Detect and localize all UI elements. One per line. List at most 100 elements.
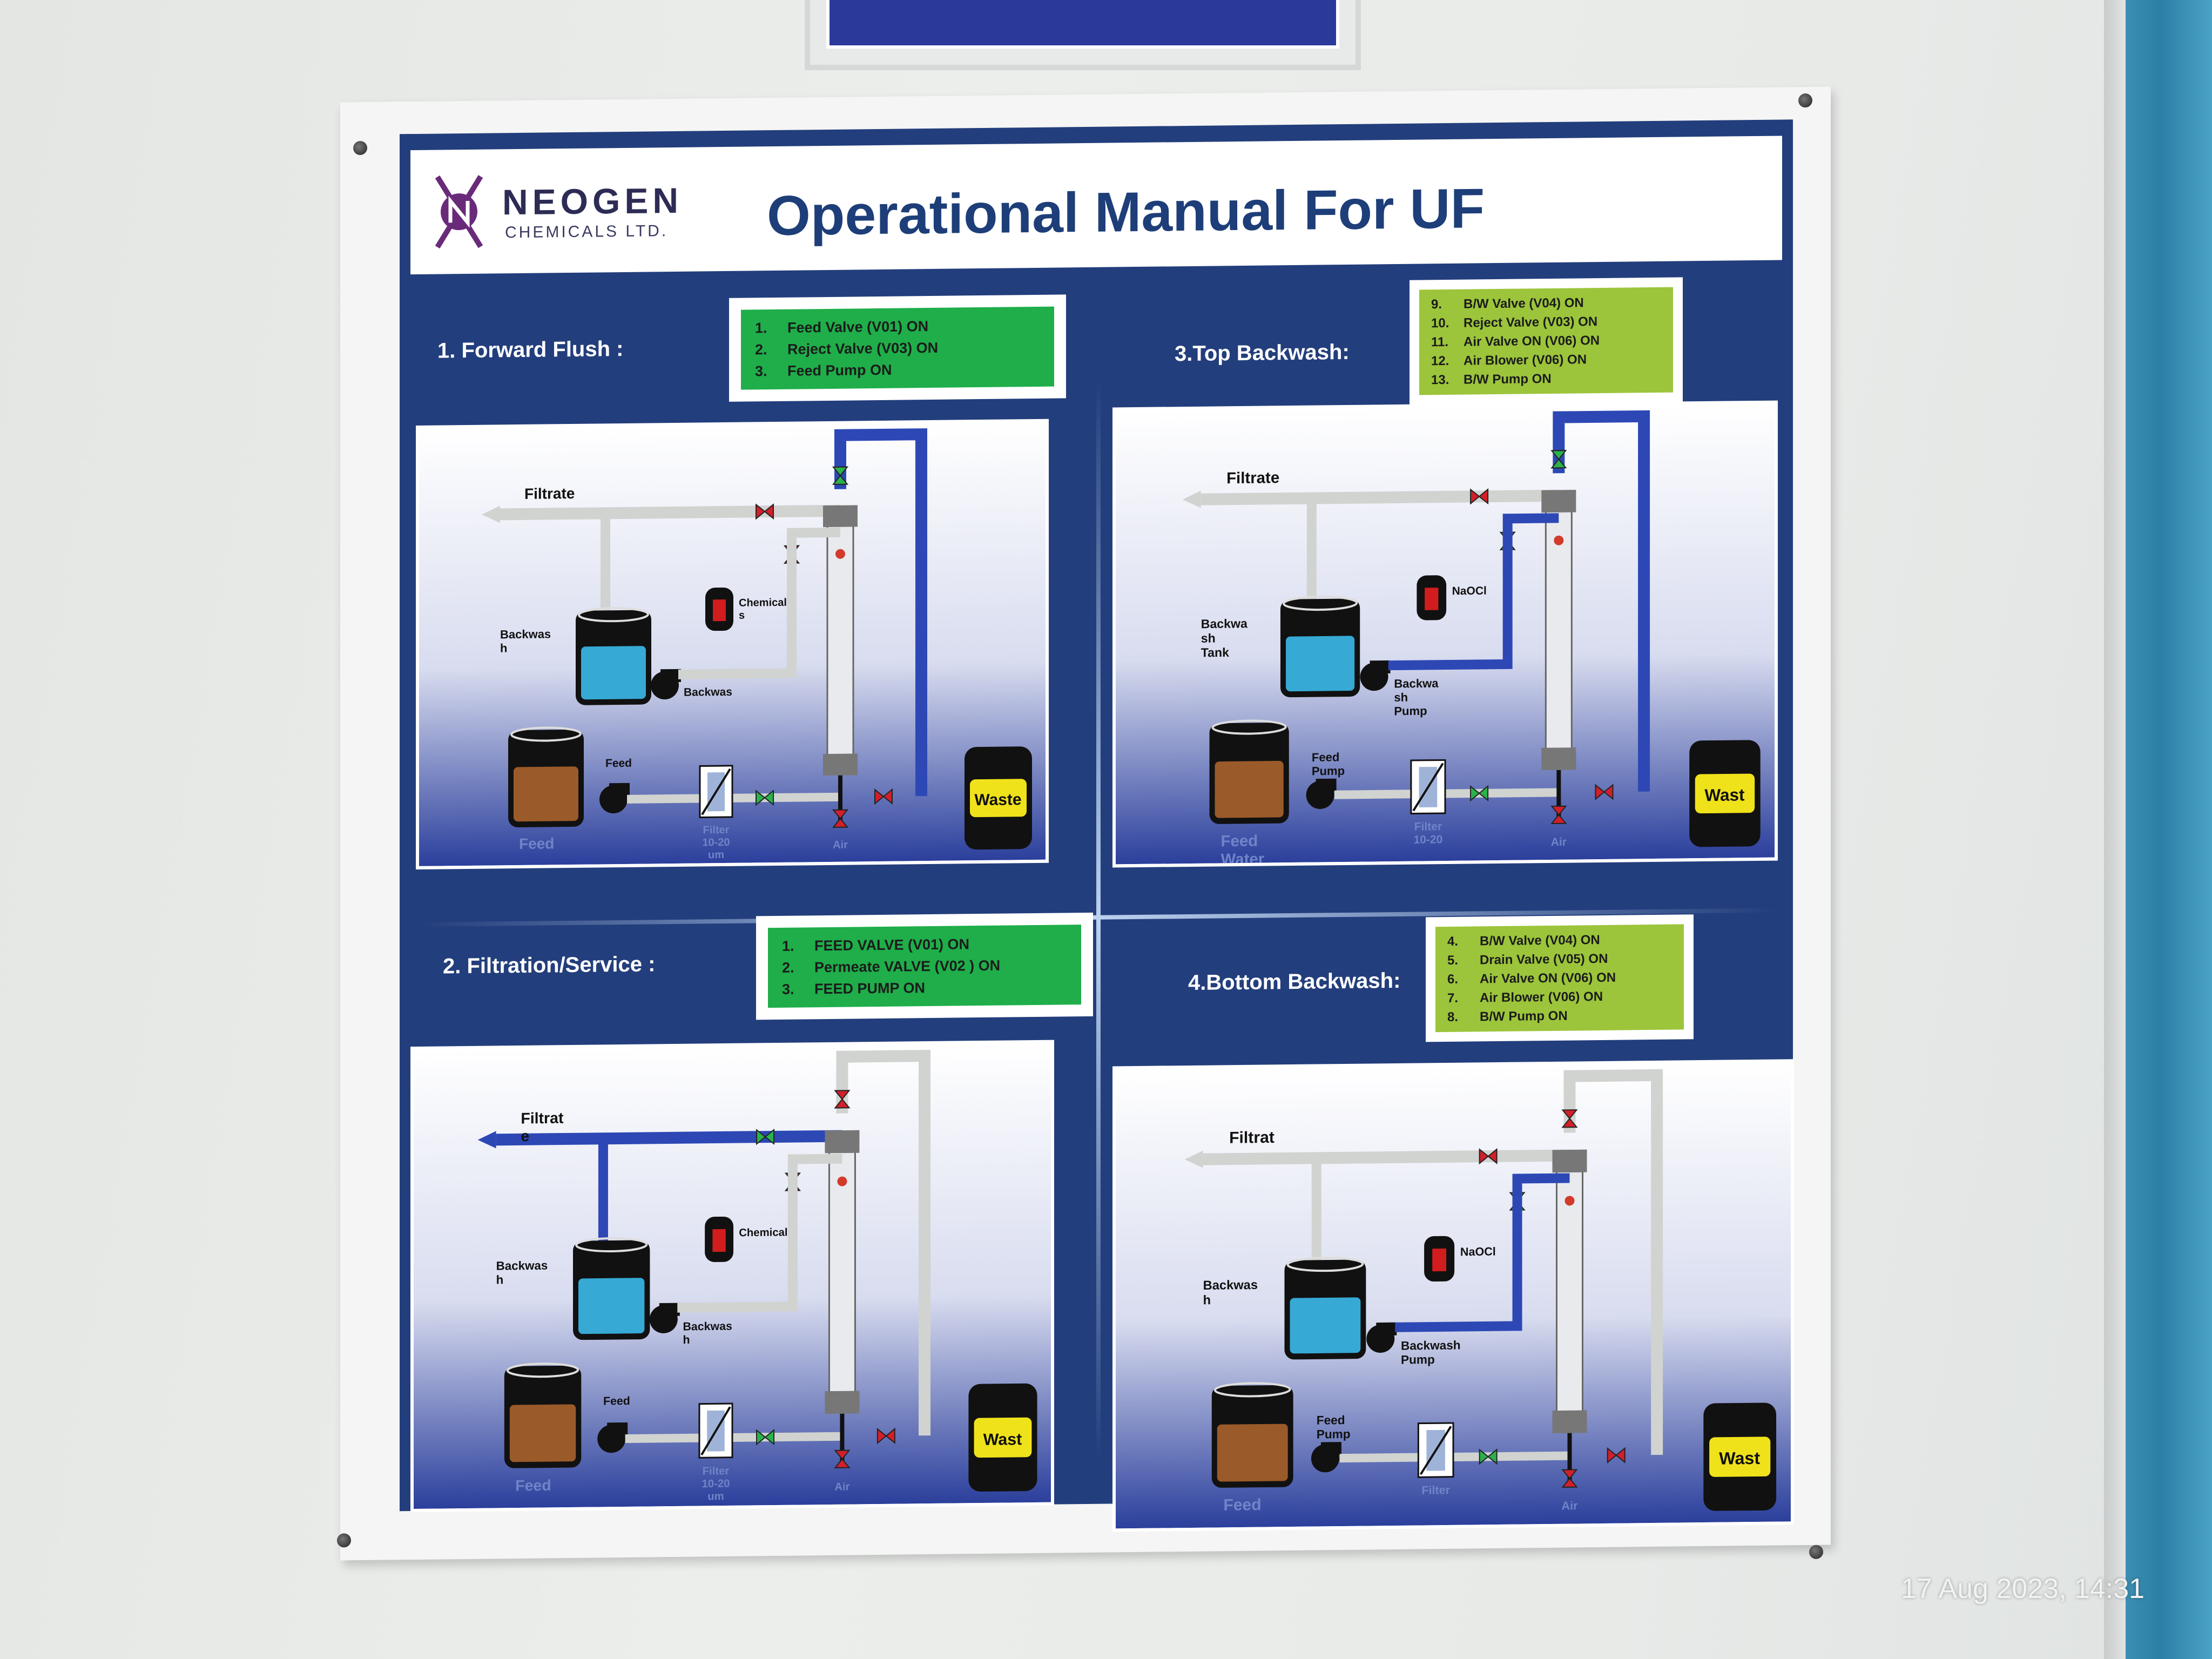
feed-pipe: [1334, 788, 1559, 799]
valve-icon: [1470, 785, 1489, 802]
waste-label: Wast: [1704, 785, 1745, 805]
feed-pump-label: Feed: [603, 1394, 630, 1408]
backwash-tank-liquid: [581, 646, 646, 700]
step-item: 13.B/W Pump ON: [1431, 371, 1552, 388]
backwash-label: h: [496, 1273, 504, 1286]
backwash-label: Tank: [1201, 645, 1229, 660]
manual-board: NEOGEN CHEMICALS LTD. Operational Manual…: [337, 86, 1831, 1561]
feed-label: Feed: [1223, 1496, 1261, 1514]
chemical-label: s: [739, 610, 745, 622]
waste-drum-band: [1695, 773, 1755, 814]
step-item: 3.FEED PUMP ON: [782, 980, 926, 997]
filtrate-pipe: [496, 1130, 842, 1146]
valve-icon: [756, 1429, 775, 1446]
filtrate-label: Filtrate: [1226, 469, 1279, 487]
waste-drum-band: [1709, 1437, 1771, 1477]
company-subtitle: CHEMICALS LTD.: [505, 222, 669, 242]
feed-label: Feed: [515, 1477, 551, 1495]
step-item: 1.Feed Valve (V01) ON: [755, 318, 929, 336]
chemical-level: [1432, 1248, 1447, 1272]
company-name: NEOGEN: [502, 180, 683, 222]
feed-pipe: [625, 1432, 842, 1444]
backwash-label: h: [1203, 1293, 1211, 1307]
filtrate-label: Filtrate: [524, 485, 575, 502]
feed-tank-liquid: [514, 766, 578, 822]
steps-box-top-backwash: 9.B/W Valve (V04) ON 10.Reject Valve (V0…: [1410, 277, 1683, 405]
backwash-label: h: [500, 642, 507, 655]
cartridge-filter-slash: [701, 768, 731, 815]
cartridge-filter-slash: [1419, 1426, 1452, 1475]
backwash-pump-label: h: [683, 1333, 690, 1346]
backwash-label: Backwas: [1203, 1278, 1258, 1293]
uf-column-top-cap: [1541, 490, 1576, 513]
step-item: 6.Air Valve ON (V06) ON: [1447, 970, 1616, 987]
filter-label: Filter: [703, 1465, 730, 1478]
backwash-pump-label: Pump: [1394, 704, 1427, 718]
filter-label: 10-20: [702, 1478, 730, 1491]
valve-icon: [1561, 1469, 1578, 1488]
valve-icon: [1607, 1447, 1626, 1464]
valve-icon: [756, 789, 774, 806]
backwash-label: Backwa: [1201, 616, 1248, 631]
reject-pipe: [1553, 410, 1650, 792]
section-title-bottom-backwash: 4.Bottom Backwash:: [1188, 968, 1401, 995]
feed-pipe: [1339, 1451, 1570, 1463]
valve-icon: [1479, 1148, 1498, 1165]
filtrate-arrow-icon: [477, 1131, 496, 1149]
screw-icon: [1798, 93, 1812, 108]
step-item: 5.Drain Valve (V05) ON: [1447, 951, 1608, 968]
uf-column-logo-icon: [835, 549, 845, 559]
top-sign: [805, 0, 1361, 70]
uf-column-bottom-cap: [825, 1391, 860, 1414]
step-item: 11.Air Valve ON (V06) ON: [1431, 333, 1600, 350]
step-item: 1.FEED VALVE (V01) ON: [782, 936, 970, 954]
step-item: 2.Permeate VALVE (V02 ) ON: [782, 957, 1001, 976]
air-label: Air: [1551, 836, 1567, 848]
backwash-pipe: [678, 527, 840, 679]
reject-pipe: [836, 1049, 931, 1436]
waste-drum-band: [974, 1417, 1032, 1458]
section-title-filtration: 2. Filtration/Service :: [443, 952, 656, 979]
backwash-tank-liquid: [1290, 1297, 1361, 1354]
door-edge: [2104, 0, 2126, 1659]
backwash-pump-label: Backwa: [1394, 677, 1439, 691]
feed-tank-liquid: [509, 1404, 576, 1462]
feed-pump-label: Pump: [1312, 764, 1345, 778]
filter-label: um: [707, 1491, 724, 1502]
valve-icon: [834, 1090, 851, 1109]
backwash-label: sh: [1201, 631, 1216, 645]
backwash-pipe: [677, 1154, 842, 1313]
uf-column-top-cap: [1552, 1149, 1587, 1173]
chemical-label: NaOCl: [1452, 585, 1487, 598]
backwash-pipe: [1388, 513, 1559, 671]
feed-pump-label: Pump: [1317, 1427, 1351, 1441]
valve-icon: [1595, 784, 1614, 800]
waste-drum-band: [970, 779, 1027, 818]
step-item: 8.B/W Pump ON: [1447, 1008, 1568, 1024]
section-title-forward-flush: 1. Forward Flush :: [437, 336, 624, 363]
step-item: 10.Reject Valve (V03) ON: [1431, 314, 1598, 331]
valve-icon: [1561, 1109, 1578, 1128]
waste-label: Waste: [974, 791, 1021, 809]
feed-tank-liquid: [1217, 1424, 1288, 1482]
steps-box-forward-flush: 1.Feed Valve (V01) ON 2.Reject Valve (V0…: [729, 294, 1066, 402]
chemical-level: [1425, 588, 1439, 610]
step-item: 7.Air Blower (V06) ON: [1447, 989, 1603, 1006]
filtrate-label: e: [521, 1128, 529, 1145]
feed-pump-label: Feed: [1312, 750, 1340, 764]
board-header: NEOGEN CHEMICALS LTD. Operational Manual…: [410, 136, 1782, 275]
valve-icon: [756, 503, 774, 520]
filter-label: 10-20: [1414, 833, 1443, 846]
feed-pipe: [627, 792, 840, 804]
uf-column-top-cap: [825, 1130, 860, 1154]
screw-icon: [1809, 1545, 1823, 1559]
screw-icon: [337, 1533, 351, 1548]
filtrate-arrow-icon: [1182, 490, 1201, 508]
cartridge-filter-slash: [700, 1406, 731, 1456]
feed-tank-liquid: [1215, 760, 1284, 818]
filtrate-label: Filtrat: [1229, 1129, 1274, 1147]
step-item: 12.Air Blower (V06) ON: [1431, 352, 1587, 369]
feed-tank-rim: [506, 1363, 579, 1378]
